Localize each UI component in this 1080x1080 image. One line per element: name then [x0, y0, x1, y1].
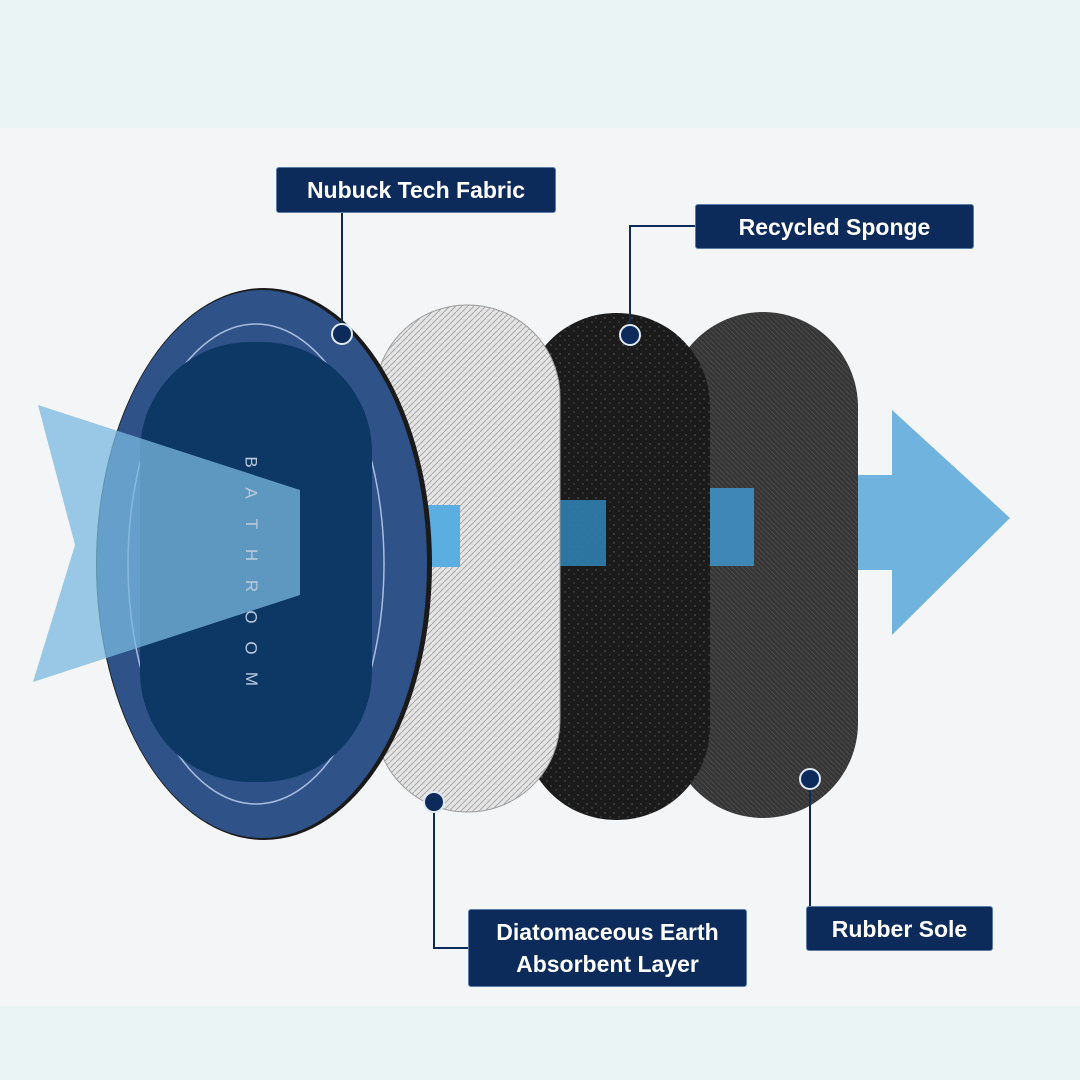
water-band — [708, 488, 754, 566]
callout-dot — [423, 791, 445, 813]
mat-print-letter: A — [242, 487, 261, 499]
mat-print-letter: H — [242, 548, 261, 562]
water-band — [560, 500, 606, 566]
mat-print-letter: B — [242, 456, 261, 468]
callout-dot — [799, 768, 821, 790]
label-line-2: Absorbent Layer — [516, 951, 699, 977]
label-diatomaceous-earth: Diatomaceous Earth Absorbent Layer — [468, 909, 747, 987]
callout-dot — [331, 323, 353, 345]
mat-print-text: B A T H R O O M — [236, 452, 266, 689]
label-rubber-sole: Rubber Sole — [806, 906, 993, 951]
flow-arrow-left — [33, 405, 300, 682]
rubber-sole-layer — [668, 312, 858, 818]
label-nubuck-tech-fabric: Nubuck Tech Fabric — [276, 167, 556, 213]
recycled-sponge-layer — [523, 313, 710, 820]
callout-dot — [619, 324, 641, 346]
mat-print-letter: T — [241, 518, 261, 530]
label-line-1: Diatomaceous Earth — [496, 919, 719, 945]
mat-print-letter: O — [241, 610, 261, 624]
mat-print-letter: O — [241, 641, 261, 655]
flow-arrow-right — [855, 410, 1010, 635]
mat-print-letter: M — [241, 671, 261, 687]
mat-print-letter: R — [242, 579, 261, 593]
water-band — [428, 505, 460, 567]
label-recycled-sponge: Recycled Sponge — [695, 204, 974, 249]
